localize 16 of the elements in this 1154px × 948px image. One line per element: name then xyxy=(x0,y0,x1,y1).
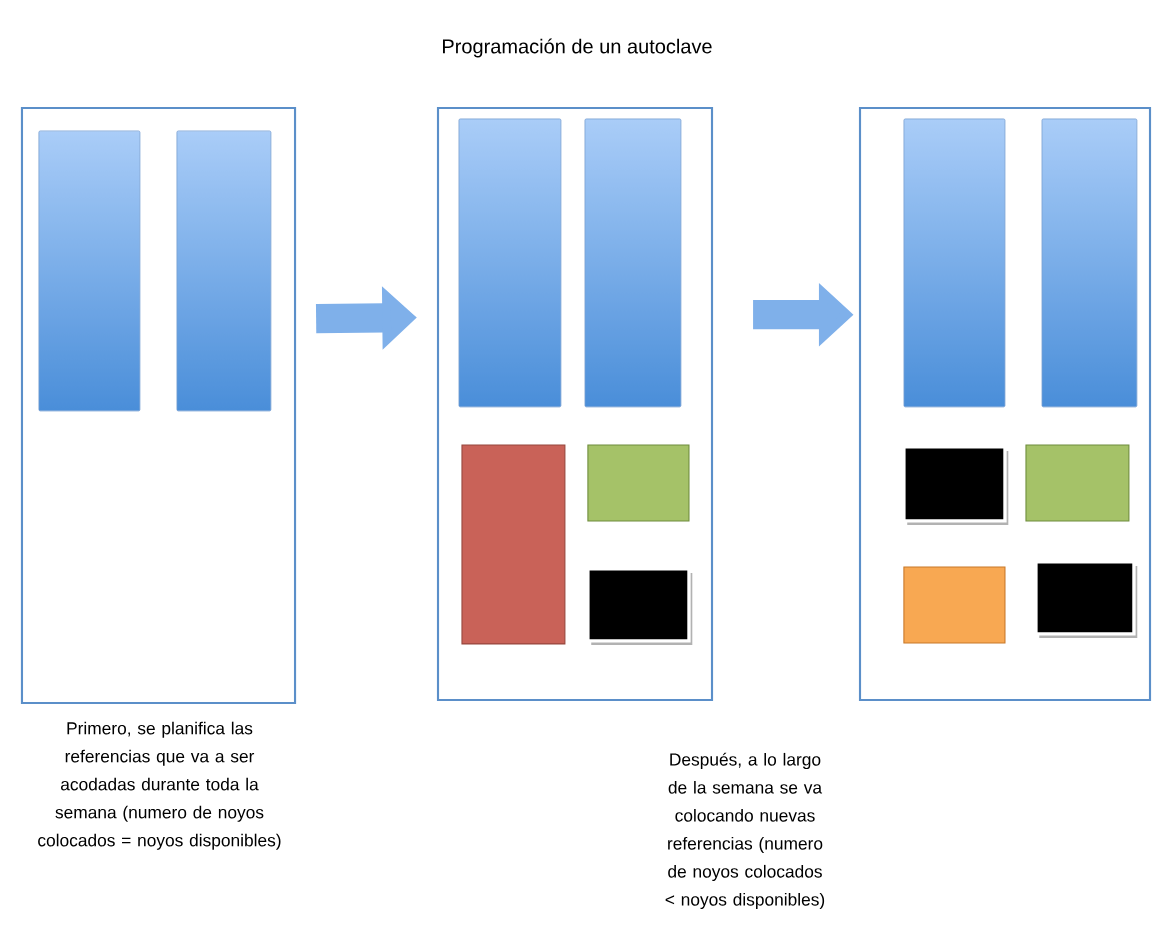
block-shape xyxy=(902,445,1009,525)
caption-text: Primero, se planifica las referencias que va a ser acodadas durante toda la semana (numero de noyos colocados = noyos disponibles) xyxy=(38,721,281,850)
bar-shape xyxy=(584,118,682,408)
block-shape xyxy=(586,567,693,645)
block-shape xyxy=(1025,444,1130,522)
title: Programación de un autoclave xyxy=(443,38,712,58)
block-shape xyxy=(1034,560,1138,638)
bar-shape xyxy=(458,118,562,408)
block-shape xyxy=(587,444,690,522)
caption-text: Después, a lo largo de la semana se va colocando nuevas referencias (numero de noyos colocados < noyos disponibles) xyxy=(665,752,825,910)
block-shape xyxy=(903,566,1006,644)
bar-shape xyxy=(1041,118,1138,408)
bar-shape xyxy=(903,118,1006,408)
block-shape xyxy=(461,444,566,645)
bar-shape xyxy=(176,130,272,412)
bar-shape xyxy=(38,130,141,412)
